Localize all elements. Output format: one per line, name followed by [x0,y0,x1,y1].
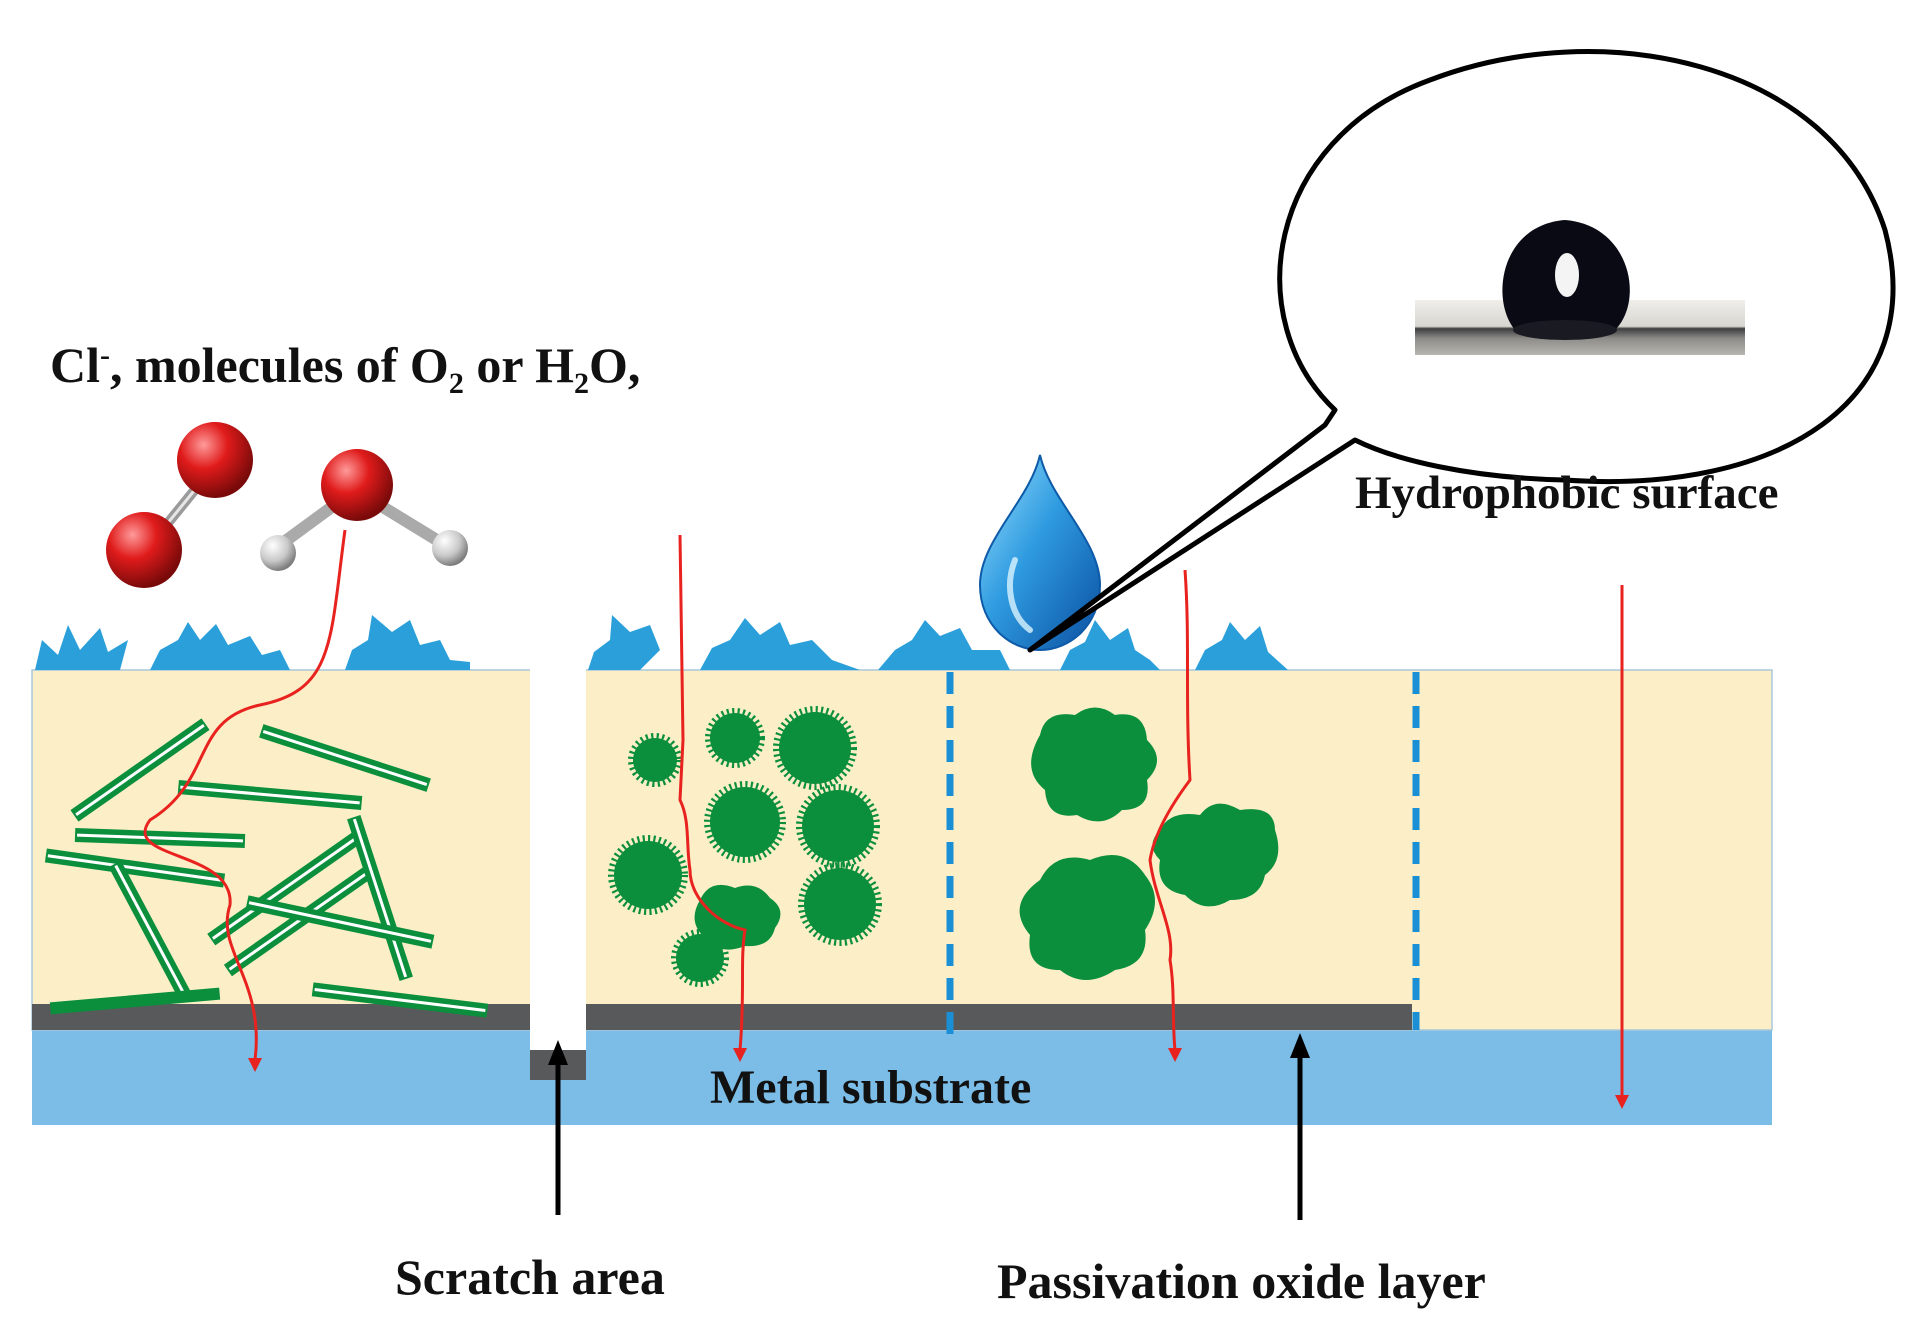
blob-particle [694,884,781,950]
spiky-fillers [608,706,882,987]
scratch-area-label: Scratch area [395,1249,665,1305]
rod [311,982,489,1018]
hydrogen-atom [432,530,468,566]
diffusion-arrowheads [248,1048,1629,1109]
rod [108,860,192,1000]
rod [70,718,210,822]
oxygen-atom [177,422,253,498]
ions-middle: , molecules of O [110,337,449,393]
rod [74,828,246,848]
rod [207,830,363,946]
h2o-subscript: 2 [574,367,590,400]
droplet-highlight [1007,557,1033,633]
rod-fillers [44,718,489,1018]
ions-prefix: Cl [50,337,100,393]
metal-substrate [32,1030,1772,1125]
chloride-charge: - [100,338,110,372]
spiky-particle [671,929,729,987]
blob-particle [1031,707,1157,822]
rod [259,724,431,792]
hydrophobic-surface-label: Hydrophobic surface [1355,467,1779,519]
blob-fillers [1019,707,1279,980]
diffusion-path-middle [678,534,747,1051]
spiky-particle [608,835,688,915]
rod [49,987,221,1015]
metal-substrate-label: Metal substrate [710,1061,1032,1114]
diffusion-path-right [1148,569,1192,1051]
blob-particle [1152,803,1279,907]
ions-suffix: O, [589,337,641,393]
pointer-arrows [548,1033,1310,1220]
contact-angle-photo [1415,220,1745,355]
spiky-particle [796,784,880,868]
oxygen-atom [106,512,182,588]
spiky-particle [628,733,682,787]
surface-spikes [35,615,1288,670]
ions-or: or H [463,337,575,393]
spiky-particle [798,862,882,946]
scratch-gap [530,660,586,1050]
passivation-layer-label: Passivation oxide layer [997,1253,1486,1309]
diffusion-paths [143,529,1624,1100]
droplet-reflection [1555,253,1579,297]
hydrogen-atom [260,535,296,571]
h2o-molecule [260,449,468,571]
water-droplet-icon [978,454,1102,652]
coating-layer [31,669,1773,1031]
o2-subscript: 2 [448,367,464,400]
rod [44,848,226,888]
spiky-particle [773,706,857,790]
o2-molecule [106,422,253,588]
oxygen-atom [321,449,393,521]
rod [245,895,435,949]
diffusion-path-left [143,529,347,1061]
spiky-particle [705,708,765,768]
spiky-particle [704,781,786,863]
blob-particle [1019,855,1155,980]
ions-label: Cl-, molecules of O2 or H2O, [50,340,640,399]
rod [177,780,363,810]
oxide-layer-right [586,1004,1412,1030]
